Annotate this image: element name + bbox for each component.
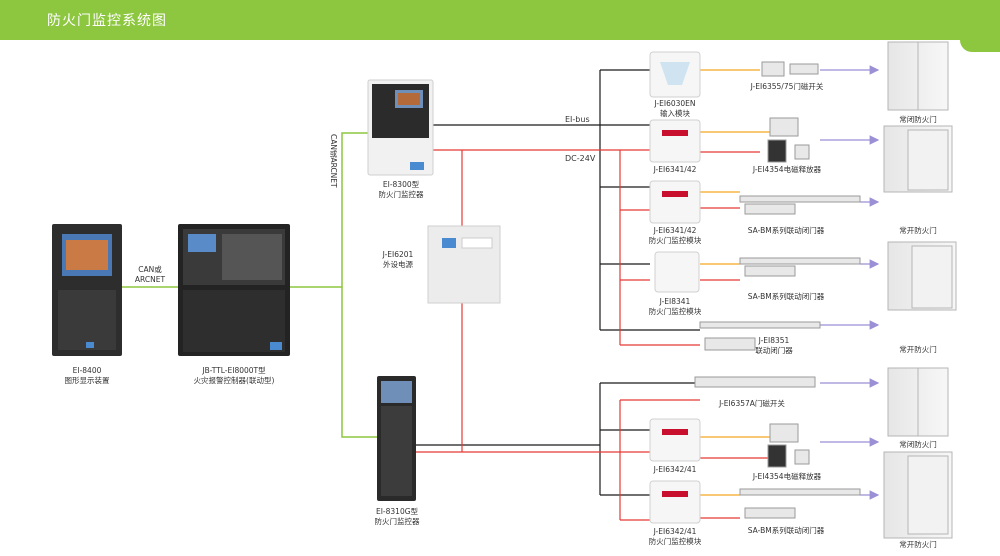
ei6341a-label: J-EI6341/42 <box>653 165 697 174</box>
ei-bus-label: EI-bus <box>565 115 590 124</box>
jb8000-label: JB-TTL-EI8000T型火灾报警控制器(联动型) <box>193 366 275 385</box>
door-label-7: 常开防火门 <box>899 540 937 549</box>
module-marks <box>660 62 690 497</box>
accessory-lines-red <box>700 151 770 519</box>
ei6201-power-supply <box>427 225 501 304</box>
ei6357-label: J-EI6357A门磁开关 <box>719 399 785 408</box>
can-arcnet-vertical-label: CAN或ARCNET <box>329 134 338 188</box>
ei6342a-label: J-EI6342/41 <box>653 465 697 474</box>
dc24v-label: DC-24V <box>565 154 596 163</box>
sabm3-label: SA-BM系列联动闭门器 <box>747 526 825 535</box>
ei8310-label: EI-8310G型防火门监控器 <box>374 507 420 526</box>
ei8310-cabinet <box>377 376 416 501</box>
accessory-lines <box>700 69 770 496</box>
door-label-1: 常闭防火门 <box>899 115 937 124</box>
door-label-6: 常闭防火门 <box>899 440 937 449</box>
sabm2-label: SA-BM系列联动闭门器 <box>747 292 825 301</box>
page-title: 防火门监控系统图 <box>47 13 167 29</box>
door-label-2: 常开防火门 <box>899 226 937 235</box>
ei4354a-label: J-EI4354电磁释放器 <box>752 165 822 174</box>
ei6355-label: J-EI6355/75门磁开关 <box>750 82 824 91</box>
ei8300-label: EI-8300型防火门监控器 <box>378 180 424 199</box>
door-arrows <box>820 65 880 500</box>
can-network-lines <box>122 132 377 438</box>
header-notch <box>960 40 1000 52</box>
header-bar: 防火门监控系统图 <box>0 0 1000 40</box>
dc24v-lines <box>416 149 700 521</box>
ei4354b-label: J-EI4354电磁释放器 <box>752 472 822 481</box>
sabm1-label: SA-BM系列联动闭门器 <box>747 226 825 235</box>
ei-bus-lines <box>416 69 700 496</box>
accessories <box>694 61 861 519</box>
door-label-3: 常开防火门 <box>899 345 937 354</box>
ei8400-terminal <box>52 224 122 356</box>
doors <box>883 41 957 539</box>
ei8300-panel <box>367 79 434 176</box>
module-boxes <box>649 51 701 524</box>
jb8000-controller <box>178 224 290 356</box>
